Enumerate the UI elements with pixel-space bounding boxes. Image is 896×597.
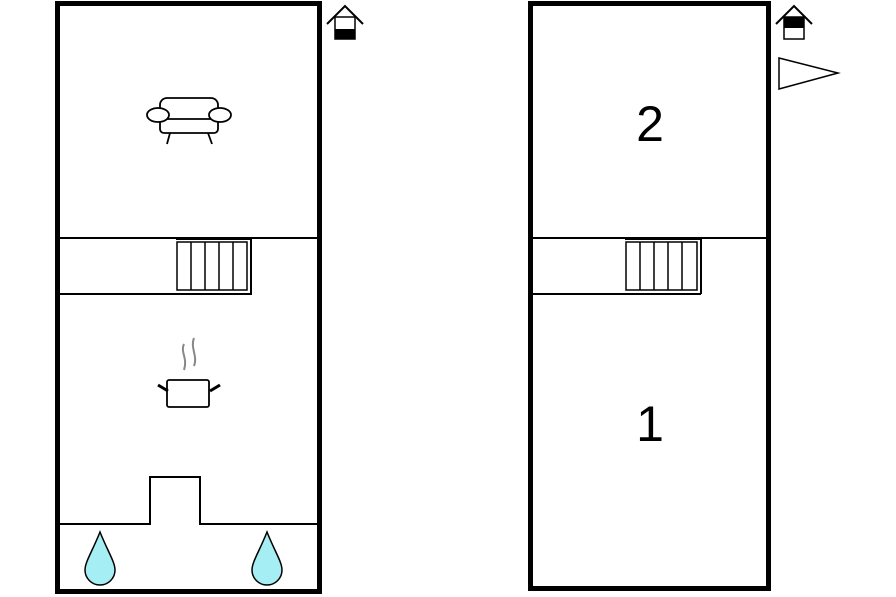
water-drop-icon xyxy=(251,529,283,586)
room-1-label: 1 xyxy=(636,396,664,452)
stairs-icon xyxy=(625,238,702,294)
cooking-pot-icon xyxy=(157,337,221,408)
north-arrow-icon xyxy=(778,57,841,90)
upper-floor-plan: 2 1 xyxy=(528,1,841,591)
room-2-label: 2 xyxy=(636,96,664,152)
upper-floor-outer-wall xyxy=(528,1,771,591)
ground-floor-plan xyxy=(55,1,364,594)
sofa-icon xyxy=(146,97,232,145)
bathroom-wall xyxy=(58,476,319,525)
house-upper-floor-icon xyxy=(775,4,813,40)
house-ground-floor-icon xyxy=(326,4,364,40)
ground-floor-outer-wall xyxy=(55,1,322,594)
stairs-icon xyxy=(176,238,252,294)
water-drop-icon xyxy=(84,529,116,586)
